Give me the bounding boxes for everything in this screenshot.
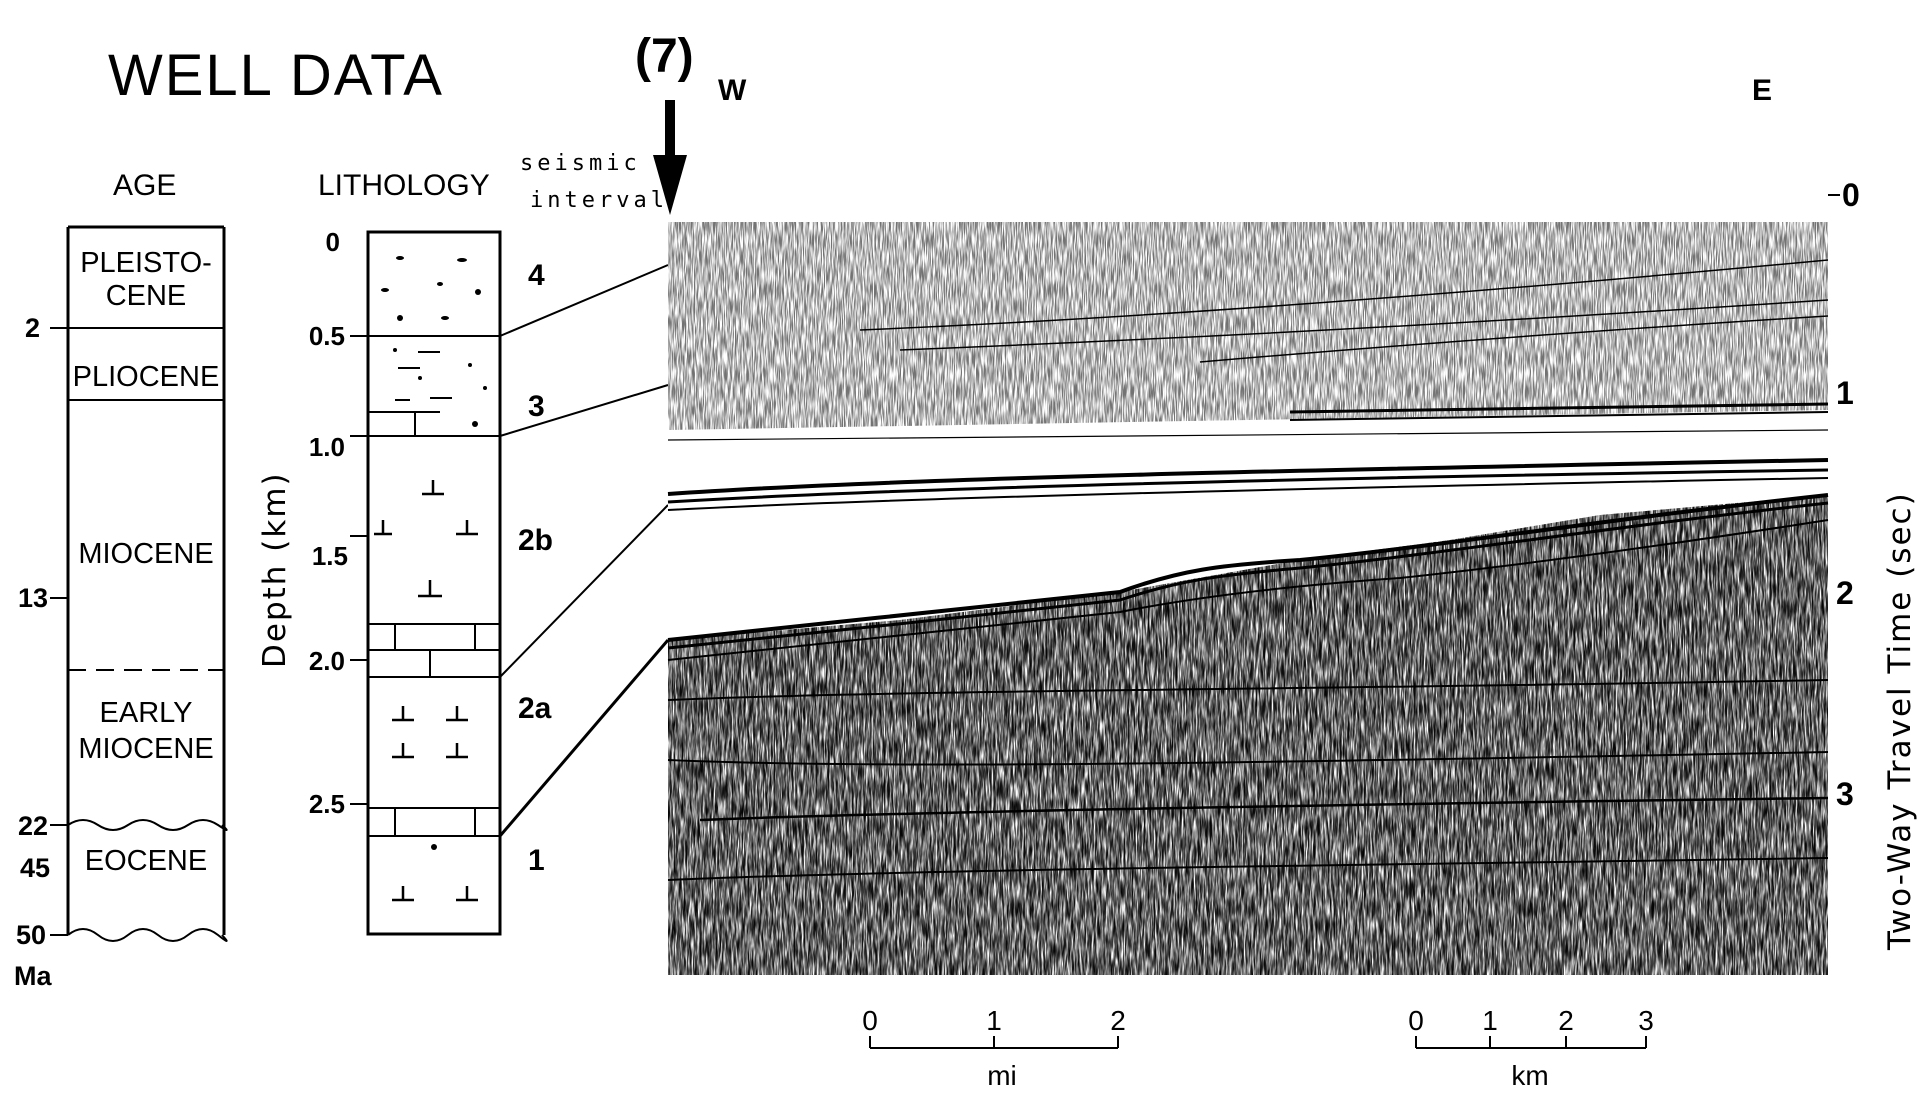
seismic-interval-label-line2: interval — [530, 188, 668, 213]
time-tick-0: 0 — [1842, 177, 1860, 213]
km-unit: km — [1511, 1060, 1548, 1091]
epoch-miocene: MIOCENE — [78, 538, 213, 570]
well-location-arrow — [653, 100, 687, 215]
km-tick-0: 0 — [1408, 1005, 1424, 1036]
age-column-label: AGE — [113, 169, 176, 202]
epoch-pliocene: PLIOCENE — [73, 361, 220, 393]
mi-tick-0: 0 — [862, 1005, 878, 1036]
east-label: E — [1752, 74, 1772, 107]
time-tick-3: 3 — [1836, 776, 1854, 812]
time-tick-1: 1 — [1836, 375, 1854, 411]
age-tick-13: 13 — [18, 583, 48, 613]
depth-axis-label: Depth (km) — [257, 471, 293, 668]
time-axis-label: Two-Way Travel Time (sec) — [1882, 491, 1918, 951]
age-tick-50: 50 — [16, 920, 46, 950]
interval-2b: 2b — [518, 524, 553, 557]
depth-tick-0: 0 — [326, 227, 340, 257]
interval-4: 4 — [528, 259, 545, 292]
depth-tick-2-0: 2.0 — [309, 646, 345, 676]
km-tick-3: 3 — [1638, 1005, 1654, 1036]
age-column — [50, 225, 228, 942]
depth-tick-0-5: 0.5 — [309, 321, 345, 351]
mi-tick-2: 2 — [1110, 1005, 1126, 1036]
mi-tick-1: 1 — [986, 1005, 1002, 1036]
age-tick-2: 2 — [25, 313, 40, 343]
lithology-column — [350, 230, 502, 936]
interval-3: 3 — [528, 390, 545, 423]
km-tick-2: 2 — [1558, 1005, 1574, 1036]
depth-tick-1-0: 1.0 — [309, 432, 345, 462]
epoch-early-miocene-line1: EARLY — [100, 697, 193, 729]
age-tick-45: 45 — [20, 853, 50, 883]
interval-1: 1 — [528, 844, 545, 877]
miles-scale-bar — [869, 1036, 1119, 1049]
time-tick-2: 2 — [1836, 575, 1854, 611]
seismic-interval-label-line1: seismic — [520, 151, 641, 176]
figure-title: WELL DATA — [108, 43, 444, 108]
km-scale-bar — [1415, 1036, 1647, 1049]
epoch-pleistocene-line1: PLEISTO- — [80, 247, 212, 279]
lithology-column-label: LITHOLOGY — [318, 169, 490, 202]
epoch-eocene: EOCENE — [85, 845, 207, 877]
well-number: (7) — [635, 30, 694, 83]
west-label: W — [718, 74, 747, 107]
epoch-early-miocene-line2: MIOCENE — [78, 733, 213, 765]
seismic-section — [667, 222, 1829, 975]
age-tick-22: 22 — [18, 811, 48, 841]
km-tick-1: 1 — [1482, 1005, 1498, 1036]
correlation-lines — [498, 264, 670, 837]
epoch-pleistocene-line2: CENE — [106, 280, 187, 312]
interval-2a: 2a — [518, 692, 552, 725]
mi-unit: mi — [987, 1060, 1017, 1091]
age-unit-ma: Ma — [14, 961, 52, 991]
depth-tick-2-5: 2.5 — [309, 789, 345, 819]
depth-tick-1-5: 1.5 — [312, 541, 348, 571]
